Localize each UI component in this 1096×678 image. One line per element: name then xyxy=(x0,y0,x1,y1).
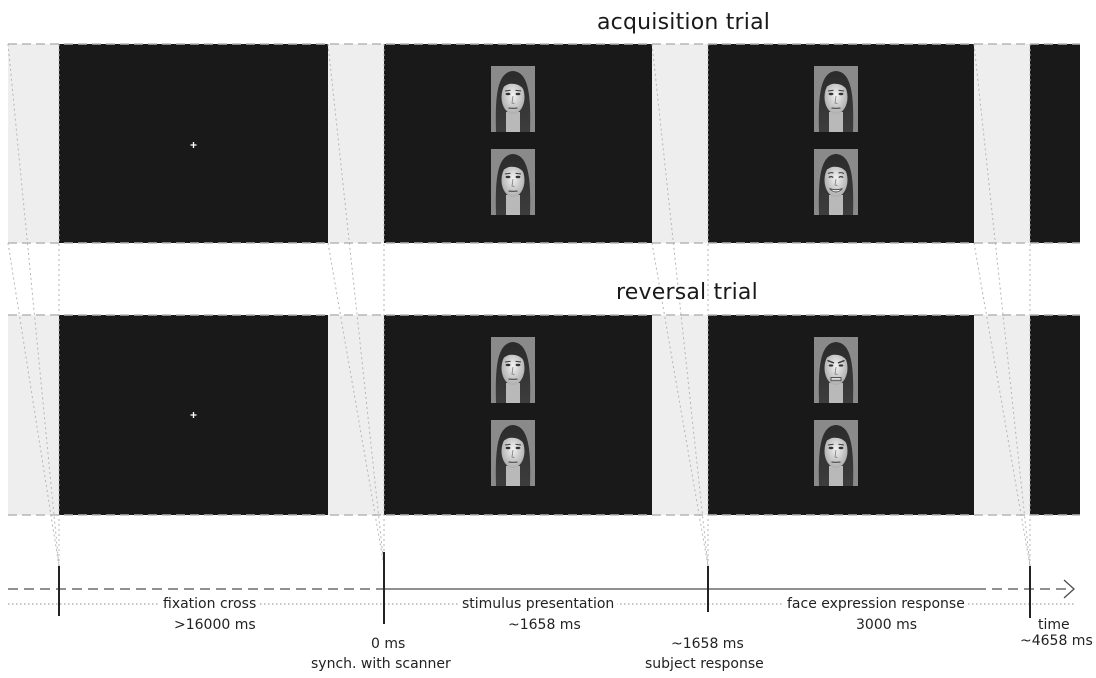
gap-panel xyxy=(974,44,1030,243)
phase-duration-response: 3000 ms xyxy=(856,617,918,633)
next-trial-screen xyxy=(1030,44,1080,243)
gap-panel xyxy=(328,44,384,243)
marker-event-1: subject response xyxy=(645,656,764,672)
neutral-face-icon xyxy=(491,337,535,403)
gap-panel xyxy=(652,44,708,243)
gap-panel xyxy=(8,315,59,515)
phase-label-response: face expression response xyxy=(784,596,968,613)
neutral-face-icon xyxy=(491,420,535,486)
marker-time-1: ~1658 ms xyxy=(671,636,744,652)
phase-label-fixation: fixation cross xyxy=(160,596,260,613)
neutral-face-icon xyxy=(814,420,858,486)
gap-panel xyxy=(652,315,708,515)
happy-face-icon xyxy=(814,149,858,215)
reversal-trial-title: reversal trial xyxy=(616,280,758,305)
fixation-cross-icon xyxy=(190,142,197,148)
marker-event-0: synch. with scanner xyxy=(311,656,451,672)
gap-panel xyxy=(328,315,384,515)
phase-duration-fixation: >16000 ms xyxy=(174,617,256,633)
neutral-face-icon xyxy=(491,149,535,215)
axis-time-label: time xyxy=(1035,617,1073,634)
arrow-head-icon xyxy=(1063,579,1075,599)
acquisition-trial-title: acquisition trial xyxy=(597,10,771,35)
time-axis xyxy=(8,552,1075,624)
acquisition-row xyxy=(8,43,1080,244)
neutral-face-icon xyxy=(491,66,535,132)
gap-panel xyxy=(974,315,1030,515)
reversal-row xyxy=(8,314,1080,516)
phase-duration-stimulus: ~1658 ms xyxy=(508,617,581,633)
projection-lines xyxy=(7,43,1031,567)
gap-panel xyxy=(8,44,59,243)
angry-face-icon xyxy=(814,337,858,403)
fixation-cross-icon xyxy=(190,412,197,418)
marker-time-0: 0 ms xyxy=(371,636,406,652)
next-trial-screen xyxy=(1030,315,1080,515)
neutral-face-icon xyxy=(814,66,858,132)
marker-time-2: ~4658 ms xyxy=(1020,633,1093,649)
phase-label-stimulus: stimulus presentation xyxy=(459,596,618,613)
